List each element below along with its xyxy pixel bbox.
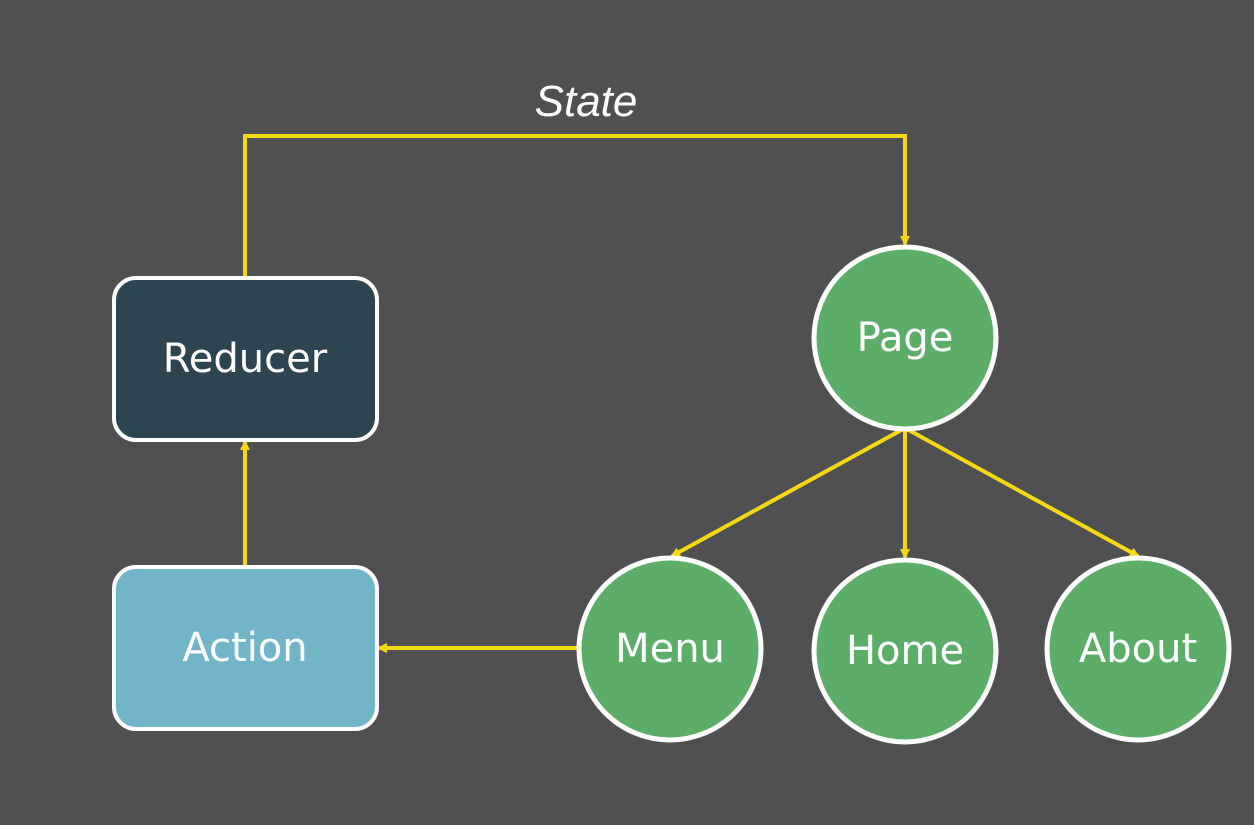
page-to-about-arrow [904,426,1140,558]
state-label: State [535,77,638,126]
menu-label: Menu [615,626,725,672]
reducer-label: Reducer [163,336,328,382]
page-to-menu-arrow [670,426,906,558]
reducer-node: Reducer [112,276,379,442]
about-node: About [1044,555,1232,743]
home-label: Home [846,628,964,674]
action-label: Action [182,625,307,671]
menu-node: Menu [576,555,764,743]
home-node: Home [811,557,999,745]
page-node: Page [811,244,999,432]
about-label: About [1079,626,1197,672]
page-label: Page [857,315,954,361]
state-arrow [243,134,910,278]
action-node: Action [112,565,379,731]
